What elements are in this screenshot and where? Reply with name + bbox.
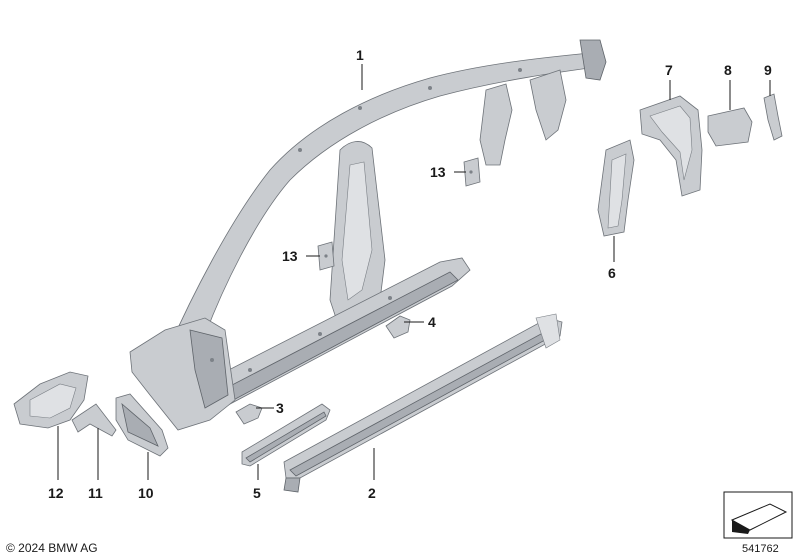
callout-5: 5 xyxy=(253,485,261,501)
callout-10: 10 xyxy=(138,485,154,501)
part-11-gusset xyxy=(71,403,117,437)
callout-11: 11 xyxy=(88,485,103,501)
part-2-sill-reinforcement xyxy=(283,313,563,493)
part-5-reinforcement xyxy=(241,403,331,467)
part-13-patch-upper xyxy=(463,157,481,187)
callout-9: 9 xyxy=(764,62,772,78)
callout-1: 1 xyxy=(356,47,364,63)
part-7-rear-panel xyxy=(639,95,703,197)
callout-13-lower: 13 xyxy=(282,248,298,264)
diagram-number: 541762 xyxy=(742,543,779,555)
copyright-notice: © 2024 BMW AG xyxy=(6,541,98,555)
part-1-side-frame xyxy=(129,39,607,431)
part-8-bracket-plate xyxy=(707,107,753,147)
callout-12: 12 xyxy=(48,485,64,501)
part-3-bracket xyxy=(235,403,263,425)
callout-13-upper: 13 xyxy=(430,164,446,180)
orientation-indicator xyxy=(723,491,793,539)
part-6-pillar-inner xyxy=(597,139,635,237)
callout-3: 3 xyxy=(276,400,284,416)
part-12-front-panel xyxy=(13,371,89,429)
callout-4: 4 xyxy=(428,314,436,330)
callout-2: 2 xyxy=(368,485,376,501)
callout-6: 6 xyxy=(608,265,616,281)
part-9-clip xyxy=(763,93,783,141)
part-13-patch-lower xyxy=(317,241,335,271)
callout-8: 8 xyxy=(724,62,732,78)
callout-7: 7 xyxy=(665,62,673,78)
part-10-lower-pillar xyxy=(115,393,169,457)
